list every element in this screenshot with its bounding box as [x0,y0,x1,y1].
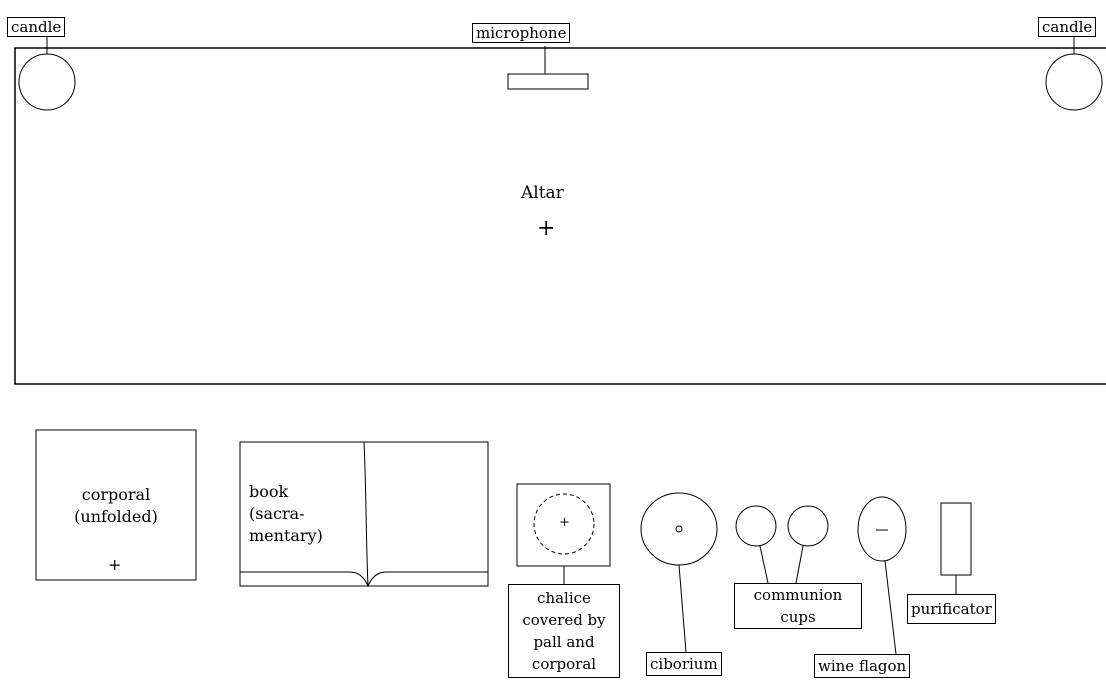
corporal-cross: + [108,555,122,574]
book-pages [240,571,488,588]
chalice-label: chalice covered by pall and corporal [508,584,620,678]
ciborium-label: ciborium [646,652,722,676]
ciborium-shape [640,492,718,566]
microphone-shape [507,73,589,90]
candle-right-label: candle [1038,17,1097,37]
ciborium-leader [678,564,687,653]
candle-left-shape [18,53,76,111]
candle-left-label: candle [7,17,66,37]
communion-cup-left-leader [759,545,769,584]
corporal-label: corporal (unfolded) [74,485,158,526]
chalice-pall-circle [533,493,595,555]
communion-cup-right-leader [795,545,804,584]
altar-label: Altar [521,183,564,203]
purificator-label: purificator [907,594,996,624]
microphone-label: microphone [472,23,571,43]
communion-cup-left [735,505,777,547]
book-spine [363,441,369,587]
purificator-shape [940,502,972,576]
book-label: book (sacra- mentary) [249,482,323,545]
communion-cup-right [787,505,829,547]
corporal-shape [35,429,197,581]
chalice-cross: + [559,515,570,530]
wine-flagon-leader [884,560,897,655]
ciborium-center [675,525,683,533]
wine-flagon-label: wine flagon [814,654,911,678]
wine-flagon-shape [857,496,907,562]
altar-table [14,47,1106,385]
communion-cups-label: communion cups [734,583,862,629]
altar-cross: + [537,216,556,241]
candle-right-shape [1045,53,1103,111]
